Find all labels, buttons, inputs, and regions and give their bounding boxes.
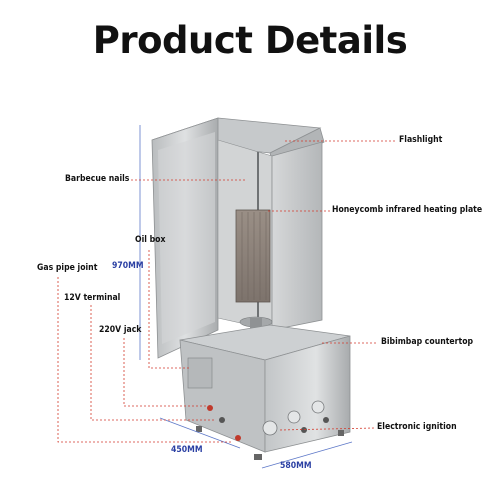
label-12v-terminal: 12V terminal bbox=[64, 293, 121, 303]
leader-220v-jack bbox=[123, 338, 206, 407]
page-title: Product Details bbox=[92, 19, 408, 62]
depth-dimension-line bbox=[159, 417, 241, 449]
label-bibimbap-countertop: Bibimbap countertop bbox=[381, 337, 474, 347]
width-dimension-line bbox=[261, 441, 353, 469]
label-220v-jack: 220V jack bbox=[99, 325, 142, 335]
dimension-depth: 450MM bbox=[171, 445, 203, 455]
callout-leaders bbox=[57, 140, 396, 443]
label-barbecue-nails: Barbecue nails bbox=[65, 174, 130, 184]
label-gas-pipe-joint: Gas pipe joint bbox=[37, 263, 98, 273]
label-honeycomb-plate: Honeycomb infrared heating plate bbox=[332, 205, 483, 215]
dimension-width: 580MM bbox=[280, 461, 312, 471]
dimension-height: 970MM bbox=[112, 261, 144, 271]
label-flashlight: Flashlight bbox=[399, 135, 443, 145]
label-oil-box: Oil box bbox=[135, 235, 166, 245]
label-electronic-ignition: Electronic ignition bbox=[377, 422, 457, 432]
leader-oil-box bbox=[148, 250, 190, 369]
cooking-chamber bbox=[217, 139, 323, 331]
machine-left-panel bbox=[151, 117, 219, 359]
leader-gas-pipe bbox=[57, 277, 232, 443]
dimension-lines bbox=[139, 125, 353, 469]
machine-base bbox=[179, 324, 351, 460]
